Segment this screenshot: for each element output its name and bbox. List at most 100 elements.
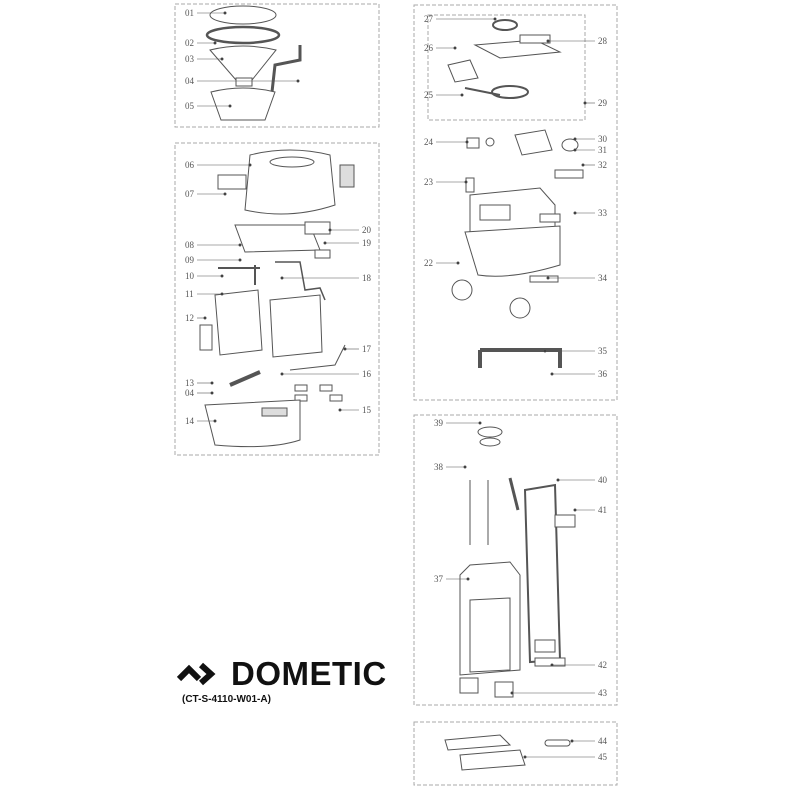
leader-dot bbox=[466, 577, 470, 581]
brand-name: DOMETIC bbox=[231, 655, 387, 692]
leader-dot bbox=[210, 381, 214, 385]
leader-dot bbox=[556, 478, 560, 482]
part-number-label: 04 bbox=[185, 388, 195, 398]
part-number-label: 13 bbox=[185, 378, 195, 388]
panel-funnel-assembly bbox=[174, 3, 380, 128]
part-number-label: 34 bbox=[598, 273, 608, 283]
leader-dot bbox=[510, 691, 514, 695]
part-number-label: 44 bbox=[598, 736, 608, 746]
part-number-label: 17 bbox=[362, 344, 372, 354]
leader-dot bbox=[573, 137, 577, 141]
part-number-label: 36 bbox=[598, 369, 608, 379]
part-number-label: 22 bbox=[424, 258, 433, 268]
panel-tank-assembly bbox=[413, 4, 618, 401]
part-number-label: 39 bbox=[434, 418, 444, 428]
part-drawings bbox=[199, 5, 584, 771]
part-number-label: 35 bbox=[598, 346, 608, 356]
leader-dot bbox=[463, 465, 467, 469]
part-number-label: 40 bbox=[598, 475, 608, 485]
panel-accessories bbox=[413, 721, 618, 786]
leader-dot bbox=[570, 739, 574, 743]
leader-dot bbox=[213, 41, 217, 45]
leader-dot bbox=[456, 261, 460, 265]
part-number-label: 14 bbox=[185, 416, 195, 426]
part-number-label: 24 bbox=[424, 137, 434, 147]
part-number-label: 31 bbox=[598, 145, 607, 155]
part-number-label: 37 bbox=[434, 574, 444, 584]
leader-dot bbox=[296, 79, 300, 83]
leader-dot bbox=[460, 93, 464, 97]
panel-tank-subgroup bbox=[427, 14, 586, 121]
leader-dot bbox=[581, 163, 585, 167]
part-number-label: 11 bbox=[185, 289, 194, 299]
leader-dot bbox=[546, 39, 550, 43]
leader-dot bbox=[223, 192, 227, 196]
leader-dot bbox=[573, 148, 577, 152]
part-number-label: 19 bbox=[362, 238, 372, 248]
leader-dot bbox=[220, 57, 224, 61]
leader-dot bbox=[523, 755, 527, 759]
leader-dot bbox=[343, 347, 347, 351]
part-number-label: 07 bbox=[185, 189, 195, 199]
part-number-label: 15 bbox=[362, 405, 372, 415]
part-number-label: 20 bbox=[362, 225, 372, 235]
leader-dot bbox=[453, 46, 457, 50]
part-number-label: 04 bbox=[185, 76, 195, 86]
part-number-label: 09 bbox=[185, 255, 195, 265]
part-number-label: 18 bbox=[362, 273, 372, 283]
part-number-label: 42 bbox=[598, 660, 607, 670]
part-number-label: 03 bbox=[185, 54, 195, 64]
part-number-label: 02 bbox=[185, 38, 194, 48]
part-number-label: 41 bbox=[598, 505, 607, 515]
dometic-logo-icon bbox=[177, 662, 216, 686]
document-code: (CT-S-4110-W01-A) bbox=[182, 694, 271, 705]
leader-dot bbox=[465, 140, 469, 144]
part-number-label: 30 bbox=[598, 134, 608, 144]
leader-dot bbox=[493, 17, 497, 21]
part-number-label: 25 bbox=[424, 90, 434, 100]
part-number-label: 29 bbox=[598, 98, 608, 108]
leader-dot bbox=[573, 211, 577, 215]
part-number-label: 01 bbox=[185, 8, 194, 18]
leader-dot bbox=[248, 163, 252, 167]
part-number-label: 12 bbox=[185, 313, 194, 323]
leader-dot bbox=[223, 11, 227, 15]
leader-dot bbox=[210, 391, 214, 395]
panel-base-assembly bbox=[174, 142, 380, 456]
part-number-label: 27 bbox=[424, 14, 434, 24]
leader-dot bbox=[543, 349, 547, 353]
leader-dot bbox=[213, 419, 217, 423]
leader-dot bbox=[478, 421, 482, 425]
leader-dot bbox=[338, 408, 342, 412]
part-number-label: 38 bbox=[434, 462, 444, 472]
leader-dot bbox=[203, 316, 207, 320]
leader-dot bbox=[550, 372, 554, 376]
leader-dot bbox=[550, 663, 554, 667]
leader-dot bbox=[280, 276, 284, 280]
leader-dot bbox=[323, 241, 327, 245]
part-number-label: 33 bbox=[598, 208, 608, 218]
part-number-label: 23 bbox=[424, 177, 434, 187]
part-number-label: 26 bbox=[424, 43, 434, 53]
leader-dot bbox=[583, 101, 587, 105]
panel-cover-assembly bbox=[413, 414, 618, 706]
leader-dot bbox=[573, 508, 577, 512]
part-number-label: 32 bbox=[598, 160, 607, 170]
leader-dot bbox=[220, 292, 224, 296]
part-number-label: 08 bbox=[185, 240, 195, 250]
leader-dot bbox=[280, 372, 284, 376]
dometic-logo: DOMETIC bbox=[177, 655, 387, 693]
part-number-label: 05 bbox=[185, 101, 195, 111]
leader-dot bbox=[228, 104, 232, 108]
part-number-label: 28 bbox=[598, 36, 608, 46]
leader-dot bbox=[238, 243, 242, 247]
leader-dot bbox=[220, 274, 224, 278]
leader-dot bbox=[464, 180, 468, 184]
part-number-label: 16 bbox=[362, 369, 372, 379]
leader-dot bbox=[546, 276, 550, 280]
part-number-label: 43 bbox=[598, 688, 608, 698]
part-number-label: 45 bbox=[598, 752, 608, 762]
leader-dot bbox=[238, 258, 242, 262]
leader-dot bbox=[328, 228, 332, 232]
